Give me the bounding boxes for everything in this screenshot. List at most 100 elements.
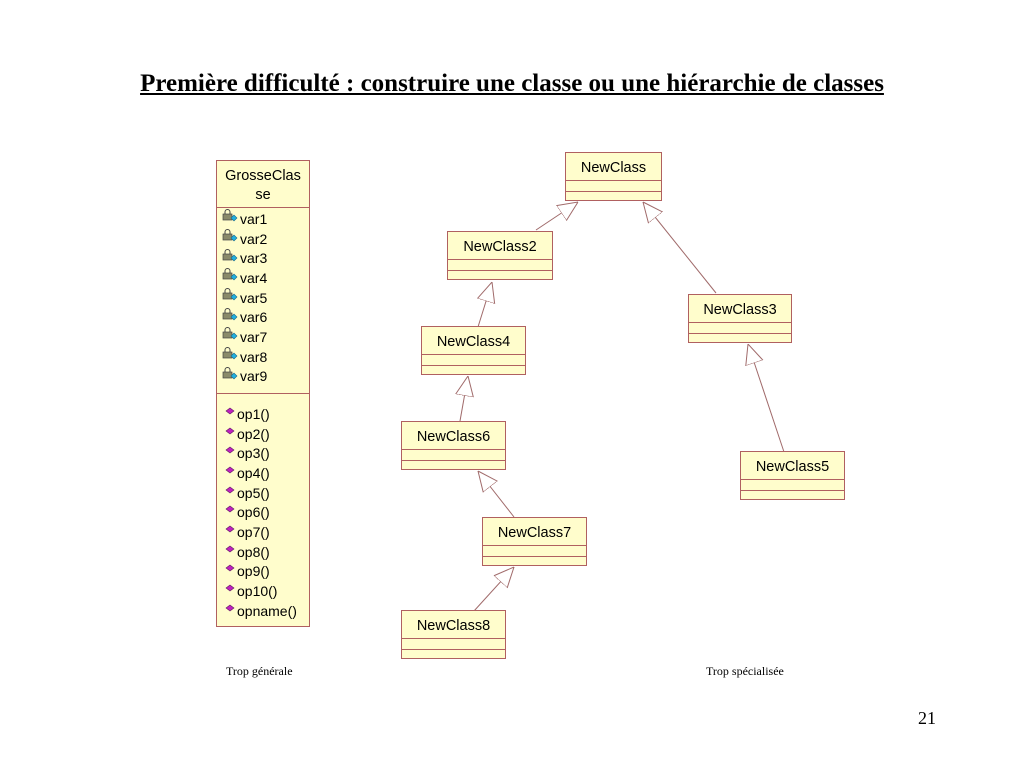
locked-attribute-icon (221, 209, 239, 228)
class-attribute-compartment (483, 545, 586, 556)
operation-icon (225, 445, 236, 461)
class-attribute-compartment (689, 322, 791, 333)
class-attribute-compartment (402, 449, 505, 460)
class-name: NewClass4 (436, 334, 511, 350)
attribute-label: var5 (240, 289, 268, 306)
class-newclass3[interactable]: NewClass3 (688, 294, 792, 343)
class-name: NewClass5 (755, 459, 830, 475)
class-attribute-compartment (566, 180, 661, 191)
attribute-row[interactable]: var3 (221, 248, 309, 268)
locked-attribute-icon (221, 288, 239, 307)
attribute-row[interactable]: var7 (221, 327, 309, 347)
class-name: NewClass (580, 160, 647, 176)
class-grosseclasse-name: GrosseClas se (217, 161, 309, 207)
operation-row[interactable]: op2() (225, 424, 309, 444)
attribute-row[interactable]: var8 (221, 347, 309, 367)
operation-row[interactable]: op5() (225, 483, 309, 503)
locked-attribute-icon (221, 307, 239, 327)
class-operation-compartment (689, 333, 791, 334)
class-operation-compartment (422, 365, 525, 366)
operation-icon (225, 563, 236, 579)
operation-label: op8() (237, 543, 270, 560)
operation-row[interactable]: op9() (225, 562, 309, 582)
operation-row[interactable]: op7() (225, 522, 309, 542)
operation-compartment: op1() op2() op3() op4() op5() op6() op7() op8()… (217, 393, 309, 621)
class-attribute-compartment (741, 479, 844, 490)
attribute-label: var6 (240, 309, 268, 326)
operation-icon (225, 406, 236, 422)
attribute-row[interactable]: var6 (221, 307, 309, 327)
operation-row[interactable]: op1() (225, 404, 309, 424)
class-attribute-compartment (402, 638, 505, 649)
class-operation-compartment (402, 460, 505, 461)
class-newclass5[interactable]: NewClass5 (740, 451, 845, 500)
link-newclass4-newclass2 (478, 282, 492, 328)
attribute-label: var1 (240, 210, 268, 227)
operation-icon (225, 603, 236, 619)
locked-attribute-icon (221, 229, 239, 248)
class-name-line1: GrosseClas (225, 168, 301, 184)
class-attribute-compartment (448, 259, 552, 270)
class-attribute-compartment (422, 354, 525, 365)
attribute-row[interactable]: var5 (221, 288, 309, 308)
operation-icon (225, 485, 236, 501)
operation-label: op10() (237, 583, 278, 600)
class-operation-compartment (483, 556, 586, 557)
operation-label: op4() (237, 464, 270, 481)
class-operation-compartment (402, 649, 505, 650)
operation-row[interactable]: op4() (225, 463, 309, 483)
attribute-row[interactable]: var1 (221, 209, 309, 229)
page-title: Première difficulté : construire une cla… (140, 70, 884, 97)
class-name: NewClass8 (416, 618, 491, 634)
link-newclass6-newclass4 (460, 376, 468, 422)
link-newclass8-newclass7 (473, 567, 514, 612)
operation-label: op1() (237, 405, 270, 422)
attribute-label: var3 (240, 250, 268, 267)
attribute-label: var8 (240, 348, 268, 365)
attribute-label: var4 (240, 269, 268, 286)
link-newclass5-newclass3 (748, 344, 785, 453)
locked-attribute-icon (221, 366, 239, 386)
operation-label: op5() (237, 484, 270, 501)
operation-label: op3() (237, 445, 270, 462)
locked-attribute-icon (221, 268, 239, 287)
operation-row[interactable]: opname() (225, 601, 309, 621)
operation-label: op7() (237, 523, 270, 540)
operation-icon (225, 465, 236, 481)
class-operation-compartment (566, 191, 661, 192)
operation-row[interactable]: op3() (225, 443, 309, 463)
class-newclass4[interactable]: NewClass4 (421, 326, 526, 375)
locked-attribute-icon (221, 248, 239, 268)
attribute-label: var9 (240, 368, 268, 385)
operation-row[interactable]: op6() (225, 502, 309, 522)
operation-label: op6() (237, 504, 270, 521)
link-newclass7-newclass6 (478, 471, 515, 518)
operation-icon (225, 544, 236, 560)
operation-icon (225, 583, 236, 599)
operation-row[interactable]: op10() (225, 581, 309, 601)
class-name: NewClass2 (463, 239, 537, 255)
class-newclass8[interactable]: NewClass8 (401, 610, 506, 659)
operation-row[interactable]: op8() (225, 542, 309, 562)
operation-label: op2() (237, 425, 270, 442)
attribute-row[interactable]: var4 (221, 268, 309, 288)
operation-icon (225, 504, 236, 520)
attribute-row[interactable]: var2 (221, 229, 309, 249)
link-newclass3-newclass (643, 202, 717, 294)
class-name: NewClass6 (416, 429, 491, 445)
class-name-line2: se (255, 187, 271, 203)
class-newclass6[interactable]: NewClass6 (401, 421, 506, 470)
class-newclass7[interactable]: NewClass7 (482, 517, 587, 566)
attribute-label: var2 (240, 230, 268, 247)
locked-attribute-icon (221, 327, 239, 346)
locked-attribute-icon (221, 347, 239, 366)
class-name: NewClass3 (703, 302, 777, 318)
class-name: NewClass7 (497, 525, 572, 541)
caption-too-general: Trop générale (226, 664, 293, 678)
class-newclass[interactable]: NewClass (565, 152, 662, 201)
attribute-row[interactable]: var9 (221, 366, 309, 387)
class-newclass2[interactable]: NewClass2 (447, 231, 553, 280)
operation-icon (225, 524, 236, 540)
